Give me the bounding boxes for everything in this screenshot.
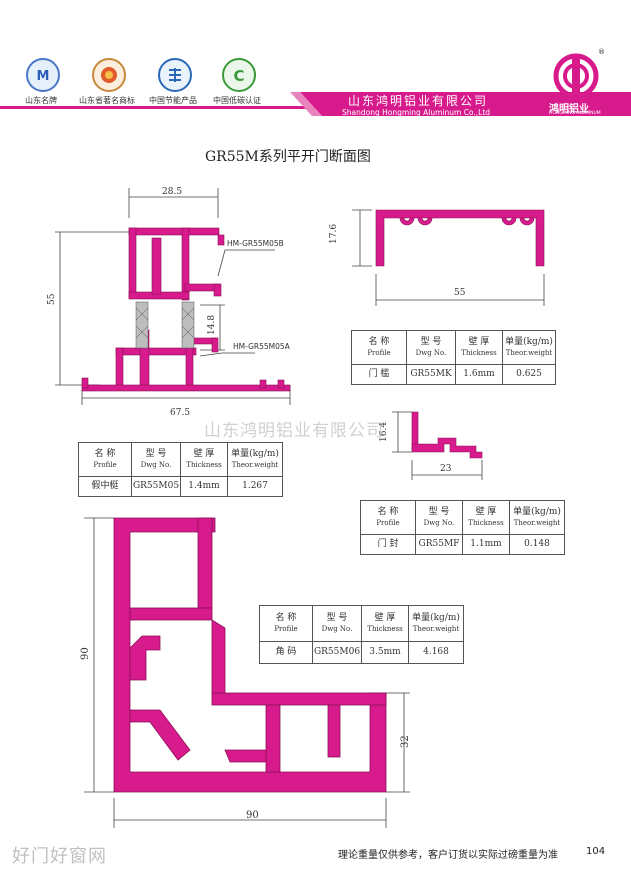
cell-weight: 0.625 bbox=[502, 364, 556, 385]
logo-text: 鸿明铝业 bbox=[549, 104, 589, 115]
low-carbon-icon: C bbox=[222, 58, 256, 92]
cert-label: 山东省著名商标 bbox=[79, 96, 135, 105]
cell-dwg: GR55M06 bbox=[312, 641, 362, 664]
callout-label: HM-GR55M05B bbox=[227, 239, 284, 248]
cell-dwg: GR55MK bbox=[406, 364, 456, 385]
header-weight-en: Theor.weight bbox=[505, 348, 553, 357]
header-dwg-en: Dwg No. bbox=[423, 518, 455, 527]
energy-saving-icon bbox=[158, 58, 192, 92]
cell-name: 门 槛 bbox=[351, 364, 407, 385]
header-name-en: Profile bbox=[274, 624, 298, 633]
cell-weight: 0.148 bbox=[509, 534, 565, 555]
dim-label: 32 bbox=[400, 735, 411, 748]
dim-label: 14.8 bbox=[207, 315, 217, 335]
cell-name: 假中梃 bbox=[78, 476, 132, 497]
svg-text:C: C bbox=[233, 67, 244, 85]
false-mullion-section-drawing: 28.5 55 14.8 67.5 HM-GR55M05B HM-GR55M05… bbox=[47, 187, 291, 418]
dim-label: 55 bbox=[454, 288, 466, 298]
company-name-en: Shandong Hongming Aluminum Co.,Ltd bbox=[342, 108, 491, 117]
page-title: GR55M系列平开门断面图 bbox=[205, 149, 371, 165]
header-thickness: 壁 厚 bbox=[468, 336, 490, 347]
callout-label: HM-GR55M05A bbox=[233, 342, 291, 351]
door-seal-section-drawing: 16.4 23 bbox=[379, 411, 483, 480]
cell-weight: 1.267 bbox=[227, 476, 283, 497]
dim-label: 90 bbox=[80, 647, 91, 660]
cell-thickness: 1.6mm bbox=[455, 364, 503, 385]
header-name: 名 称 bbox=[368, 336, 390, 347]
cert-label: 山东名牌 bbox=[25, 96, 57, 105]
header-thickness-en: Thickness bbox=[367, 624, 403, 633]
header-thickness-en: Thickness bbox=[186, 460, 222, 469]
header-dwg-en: Dwg No. bbox=[415, 348, 447, 357]
header-weight-en: Theor.weight bbox=[412, 624, 460, 633]
header-name: 名 称 bbox=[377, 506, 399, 517]
registered-mark: ® bbox=[598, 48, 605, 56]
dim-label: 90 bbox=[246, 810, 259, 821]
corner-connector-section-drawing: 90 90 32 bbox=[80, 517, 411, 828]
cell-name: 角 码 bbox=[259, 641, 313, 664]
header-weight: 单量(kg/m) bbox=[505, 336, 553, 347]
header-dwg: 型 号 bbox=[428, 506, 450, 517]
dim-label: 17.6 bbox=[329, 224, 339, 244]
header-thickness: 壁 厚 bbox=[475, 506, 497, 517]
page-number: 104 bbox=[586, 846, 606, 857]
dim-label: 55 bbox=[47, 293, 57, 305]
dim-label: 28.5 bbox=[162, 187, 182, 197]
header-dwg-en: Dwg No. bbox=[140, 460, 172, 469]
header-dwg: 型 号 bbox=[145, 448, 167, 459]
threshold-section-drawing: 17.6 55 bbox=[329, 209, 545, 306]
company-name-cn: 山东鸿明铝业有限公司 bbox=[348, 94, 489, 108]
header-thickness-en: Thickness bbox=[461, 348, 497, 357]
header-dwg: 型 号 bbox=[420, 336, 442, 347]
hongming-logo-icon bbox=[553, 53, 599, 99]
header-thickness: 壁 厚 bbox=[374, 612, 396, 623]
header-name-en: Profile bbox=[93, 460, 117, 469]
header-weight: 单量(kg/m) bbox=[513, 506, 561, 517]
shandong-brand-icon: M bbox=[26, 58, 60, 92]
header-name-en: Profile bbox=[376, 518, 400, 527]
cert-label: 中国低碳认证 bbox=[213, 96, 261, 105]
footer-note: 理论重量仅供参考，客户订货以实际过磅重量为准 bbox=[338, 850, 558, 861]
header-thickness: 壁 厚 bbox=[193, 448, 215, 459]
header-name: 名 称 bbox=[275, 612, 297, 623]
dim-label: 67.5 bbox=[170, 408, 190, 418]
cert-label: 中国节能产品 bbox=[149, 96, 197, 105]
header-weight-en: Theor.weight bbox=[513, 518, 561, 527]
cell-thickness: 1.4mm bbox=[180, 476, 228, 497]
dim-label: 23 bbox=[440, 464, 452, 474]
cell-thickness: 3.5mm bbox=[361, 641, 409, 664]
header-dwg-en: Dwg No. bbox=[321, 624, 353, 633]
header-weight: 单量(kg/m) bbox=[412, 612, 460, 623]
dim-label: 16.4 bbox=[379, 422, 389, 442]
header-name: 名 称 bbox=[94, 448, 116, 459]
svg-text:M: M bbox=[37, 69, 50, 84]
site-watermark: 好门好窗网 bbox=[12, 846, 107, 867]
cell-thickness: 1.1mm bbox=[462, 534, 510, 555]
famous-trademark-icon bbox=[92, 58, 126, 92]
header-weight-en: Theor.weight bbox=[231, 460, 279, 469]
cell-dwg: GR55M05 bbox=[131, 476, 181, 497]
header-dwg: 型 号 bbox=[326, 612, 348, 623]
center-watermark: 山东鸿明铝业有限公司 bbox=[204, 421, 384, 441]
cell-dwg: GR55MF bbox=[415, 534, 463, 555]
header-band bbox=[0, 92, 631, 116]
header-thickness-en: Thickness bbox=[468, 518, 504, 527]
header-name-en: Profile bbox=[367, 348, 391, 357]
header-weight: 单量(kg/m) bbox=[231, 448, 279, 459]
logo-subtext: HONGMING ALUMINUM bbox=[549, 111, 601, 116]
cell-weight: 4.168 bbox=[408, 641, 464, 664]
